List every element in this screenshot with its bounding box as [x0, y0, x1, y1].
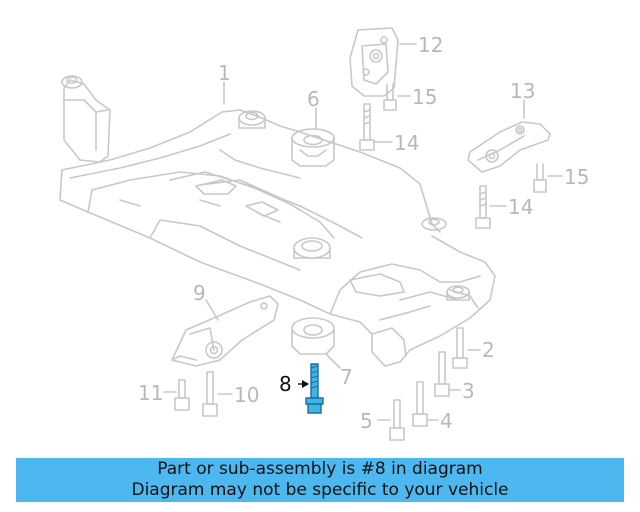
bolt-4 [412, 381, 428, 427]
part-13-mount-bracket [467, 121, 551, 173]
banner-line-2: Diagram may not be specific to your vehi… [131, 480, 509, 500]
part-7-bushing [291, 317, 335, 355]
callout-5: 5 [360, 409, 373, 433]
bolt-15b [533, 163, 547, 193]
callout-14b: 14 [508, 195, 533, 219]
part-6-bushing [291, 128, 335, 167]
callout-labels: 1 2 3 4 5 6 7 8 9 10 11 12 13 14 14 15 1… [138, 33, 589, 433]
bolt-3 [434, 351, 450, 397]
bolt-2 [452, 327, 468, 369]
part-9-torque-mount [171, 295, 279, 367]
parts-diagram: 1 2 3 4 5 6 7 8 9 10 11 12 13 14 14 15 1… [59, 27, 589, 441]
callout-1: 1 [218, 61, 231, 85]
bolt-14b [475, 185, 491, 229]
callout-9: 9 [193, 281, 206, 305]
callout-7: 7 [340, 365, 353, 389]
bolt-10 [202, 371, 218, 417]
banner-line-1: Part or sub-assembly is #8 in diagram [157, 459, 483, 479]
leader-lines [163, 43, 563, 421]
callout-3: 3 [462, 379, 475, 403]
bolt-11 [174, 379, 190, 411]
part-8-bolt-highlighted[interactable] [298, 363, 324, 414]
callout-6: 6 [307, 87, 320, 111]
callout-11: 11 [138, 381, 163, 405]
callout-12: 12 [418, 33, 443, 57]
callout-15b: 15 [564, 165, 589, 189]
bolt-5 [389, 399, 405, 441]
callout-10: 10 [234, 383, 259, 407]
info-banner: Part or sub-assembly is #8 in diagram Di… [16, 458, 624, 502]
callout-2: 2 [482, 338, 495, 362]
bolt-14a [359, 103, 375, 151]
callout-13: 13 [510, 79, 535, 103]
callout-14a: 14 [394, 131, 419, 155]
callout-8: 8 [279, 372, 292, 396]
callout-15a: 15 [412, 85, 437, 109]
subframe-crossmember [59, 75, 496, 367]
callout-4: 4 [440, 409, 453, 433]
part-12-mount-bracket [349, 27, 399, 97]
bolt-15a [383, 83, 397, 111]
